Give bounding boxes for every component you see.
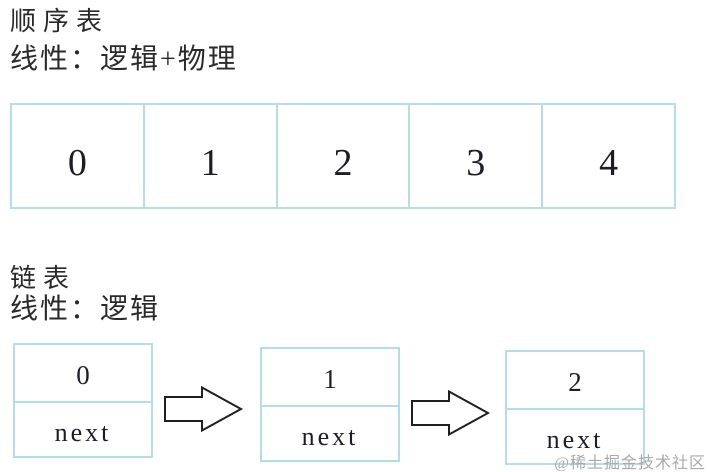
array-cell-value: 2 <box>333 142 353 184</box>
array-cell-value: 4 <box>599 142 619 184</box>
linked-list-node: 2 next <box>505 350 645 465</box>
array-cell-value: 0 <box>67 142 87 184</box>
linked-list-node: 1 next <box>260 347 400 462</box>
node-value: 0 <box>15 345 151 403</box>
node-pointer-label: next <box>301 421 359 451</box>
right-arrow-icon <box>411 390 491 436</box>
array-cell-value: 1 <box>200 142 220 184</box>
node-pointer-label: next <box>54 417 112 447</box>
array-cell: 0 <box>12 105 145 207</box>
linked-list-node: 0 next <box>13 343 153 458</box>
node-pointer-label: next <box>546 424 604 454</box>
array-cell: 1 <box>145 105 278 207</box>
linked-list-subtitle: 线性：逻辑 <box>10 294 161 325</box>
array-cell: 3 <box>410 105 544 207</box>
watermark: @稀土掘金技术社区 <box>554 455 706 472</box>
right-arrow-icon <box>164 386 244 432</box>
linked-list-title: 链表 <box>10 264 77 293</box>
node-value: 2 <box>507 352 643 410</box>
sequential-list-subtitle: 线性：逻辑+物理 <box>10 44 238 75</box>
sequential-list-array: 0 1 2 3 4 <box>10 103 676 209</box>
array-cell-value: 3 <box>466 142 486 184</box>
array-cell: 4 <box>543 105 674 207</box>
array-cell: 2 <box>278 105 411 207</box>
sequential-list-title: 顺序表 <box>10 7 110 36</box>
node-value: 1 <box>262 349 398 407</box>
